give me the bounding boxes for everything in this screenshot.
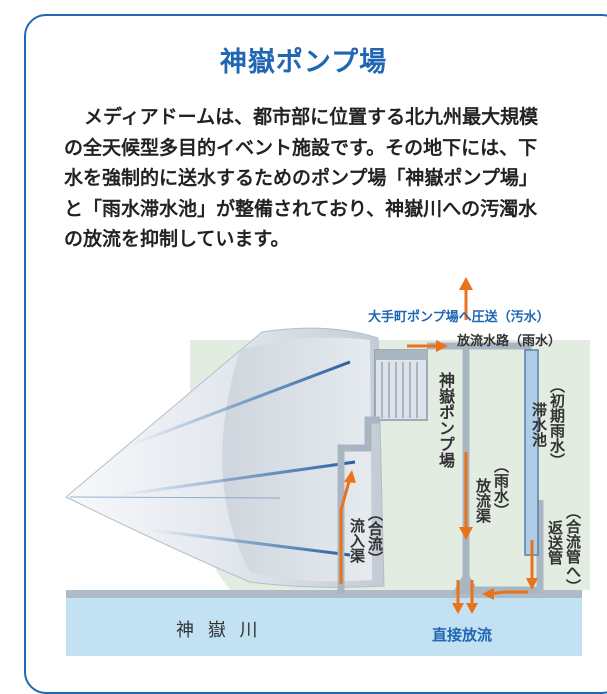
label-direct-discharge: 直接放流: [432, 626, 493, 644]
dome-beam: [119, 460, 356, 497]
river: [66, 596, 582, 656]
page-title: 神嶽ポンプ場: [219, 47, 388, 78]
label-river: 神 嶽 川: [176, 620, 262, 641]
label-return-pipe-note: （合流管へ）: [564, 504, 582, 594]
pump-roof: [375, 350, 427, 360]
label-discharge-channel: 放流水路（雨水）: [457, 334, 562, 349]
description-line: と「雨水滞水池」が整備されており、神嶽川への汚濁水: [64, 197, 538, 220]
description-line: の放流を抑制しています。: [64, 228, 290, 250]
flow-arrows: [339, 287, 534, 606]
dome-inner: [222, 337, 372, 582]
label-storage-tank-note: （初期雨水）: [548, 378, 566, 468]
arrow-heads: [344, 277, 538, 614]
label-pump-station: 神嶽ポンプ場: [436, 372, 455, 468]
label-otemachi: 大手町ポンプ場へ圧送（汚水）: [368, 310, 550, 325]
storage-tank: [524, 349, 539, 556]
label-inflow-culvert: 流入渠: [348, 518, 366, 563]
dome-beam: [129, 360, 351, 447]
description-line: の全天候型多目的イベント施設です。その地下には、下: [64, 136, 538, 159]
label-discharge-culvert: 放流渠: [474, 478, 492, 523]
label-inflow-culvert-note: （合流）: [366, 506, 384, 566]
description-line: 水を強制的に送水するためのポンプ場「神嶽ポンプ場」: [64, 167, 538, 189]
dome-beam: [69, 496, 281, 499]
label-discharge-culvert-note: （雨水）: [492, 458, 510, 518]
label-storage-tank: 滞水池: [530, 402, 548, 447]
pump-units: [381, 362, 418, 418]
description-line: メディアドームは、都市部に位置する北九州最大規模: [84, 106, 539, 128]
arrow-inflow: [339, 477, 352, 584]
river-bank: [66, 590, 582, 598]
description-text: メディアドームは、都市部に位置する北九州最大規模 の全天候型多目的イベント施設で…: [64, 102, 584, 255]
dome-beam: [149, 528, 351, 557]
label-return-pipe: 返送管: [546, 520, 564, 565]
pump-station-building: [374, 349, 428, 421]
arrow-return: [489, 590, 528, 596]
